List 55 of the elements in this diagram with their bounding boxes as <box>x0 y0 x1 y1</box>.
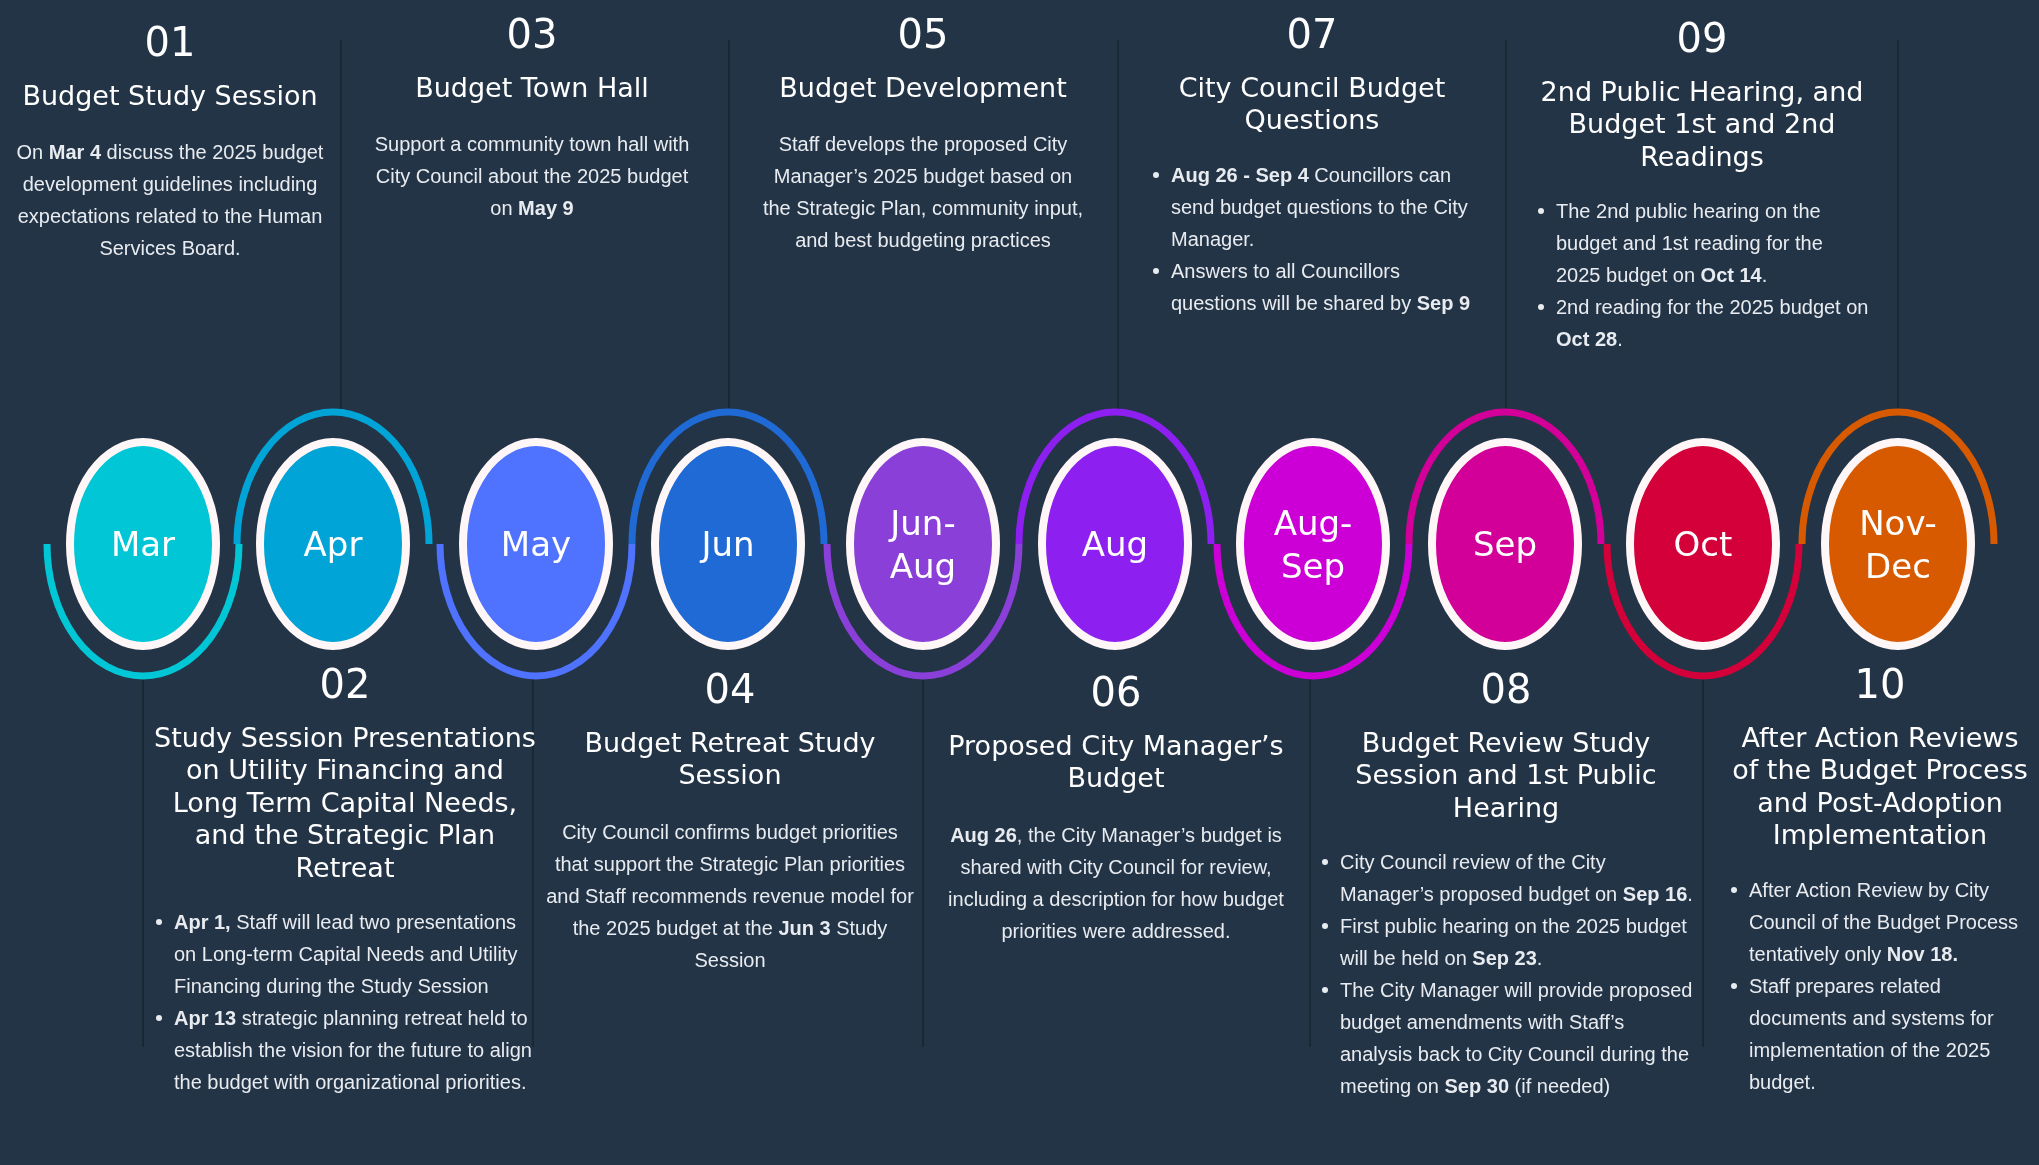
step-number: 05 <box>897 10 949 58</box>
step-title: Study Session Presentations on Utility Financing and Long Term Capital Needs, and the Strategic Plan Retreat <box>153 722 537 884</box>
step-description: Staff develops the proposed City Manager’s 2025 budget based on the Strategic Plan, community input, and best budgeting practices <box>761 132 1085 254</box>
step-title: After Action Reviews of the Budget Process and Post-Adoption Implementation <box>1731 722 2029 852</box>
month-circle <box>650 437 806 651</box>
step-description: On Mar 4 discuss the 2025 budget development guidelines including expectations related to the Human Services Board. <box>15 140 325 262</box>
step-number: 07 <box>1286 10 1338 58</box>
month-label: May <box>500 522 572 566</box>
step-title: Budget Development <box>779 72 1067 105</box>
step-title: Budget Retreat Study Session <box>583 727 877 792</box>
step-number: 09 <box>1676 14 1728 62</box>
bullet-text: The 2nd public hearing on the budget and 1st reading for the 2025 budget on Oct 14. <box>1532 195 1872 292</box>
month-label: Nov-Dec <box>1858 501 1938 587</box>
month-label: Jun <box>701 522 755 566</box>
step-title: City Council Budget Questions <box>1177 72 1447 137</box>
bullet-text: Apr 13 strategic planning retreat held to establish the vision for the future to align the budget with organizational priorities. <box>150 1001 540 1098</box>
step-number: 06 <box>1090 668 1142 716</box>
step-title: Budget Study Session <box>22 80 318 113</box>
bullet-text: City Council review of the City Manager’s proposed budget on Sep 16. <box>1316 846 1696 911</box>
step-number: 08 <box>1480 665 1532 713</box>
step-description: Support a community town hall with City Council about the 2025 budget on May 9 <box>373 132 691 222</box>
month-label: Aug <box>1081 522 1149 566</box>
month-label: Sep <box>1472 522 1538 566</box>
bullet-text: First public hearing on the 2025 budget will be held on Sep 23. <box>1316 910 1696 975</box>
step-description: Aug 26, the City Manager’s budget is shared with City Council for review, including a description for how budget priorities were addressed. <box>947 822 1285 944</box>
month-circle <box>1625 437 1781 651</box>
month-circle <box>1427 437 1583 651</box>
step-title: Budget Town Hall <box>415 72 649 105</box>
month-label: Oct <box>1673 522 1733 566</box>
month-label: Apr <box>303 522 363 566</box>
step-description: City Council confirms budget priorities that support the Strategic Plan priorities and Staff recommends revenue model for the 2025 budget at the Jun 3 Study Session <box>545 819 915 973</box>
month-circle <box>845 437 1001 651</box>
step-number: 10 <box>1854 660 1906 708</box>
step-title: 2nd Public Hearing, and Budget 1st and 2nd Readings <box>1539 76 1865 174</box>
step-number: 04 <box>704 665 756 713</box>
bullet-text: Aug 26 - Sep 4 Councillors can send budget questions to the City Manager. <box>1147 158 1477 255</box>
bullet-text: After Action Review by City Council of the Budget Process tentatively only Nov 18. <box>1725 873 2035 970</box>
step-title: Proposed City Manager’s Budget <box>947 730 1285 795</box>
step-number: 01 <box>144 18 196 66</box>
month-circle <box>1235 437 1391 651</box>
bullet-text: Answers to all Councillors questions will be shared by Sep 9 <box>1147 254 1477 319</box>
month-circle <box>1820 437 1976 651</box>
step-number: 02 <box>319 660 371 708</box>
bullet-text: 2nd reading for the 2025 budget on Oct 28. <box>1532 291 1872 356</box>
month-circle <box>1037 437 1193 651</box>
month-circle <box>458 437 614 651</box>
bullet-text: The City Manager will provide proposed budget amendments with Staff’s analysis back to City Council during the meeting on Sep 30 (if needed) <box>1316 974 1696 1103</box>
month-label: Jun-Aug <box>887 501 958 587</box>
month-circle <box>65 437 221 651</box>
month-circle <box>255 437 411 651</box>
bullet-text: Staff prepares related documents and systems for implementation of the 2025 budget. <box>1725 969 2035 1098</box>
step-title: Budget Review Study Session and 1st Public Hearing <box>1354 727 1658 825</box>
month-label: Mar <box>110 522 176 566</box>
month-label: Aug-Sep <box>1272 501 1354 587</box>
step-number: 03 <box>506 10 558 58</box>
